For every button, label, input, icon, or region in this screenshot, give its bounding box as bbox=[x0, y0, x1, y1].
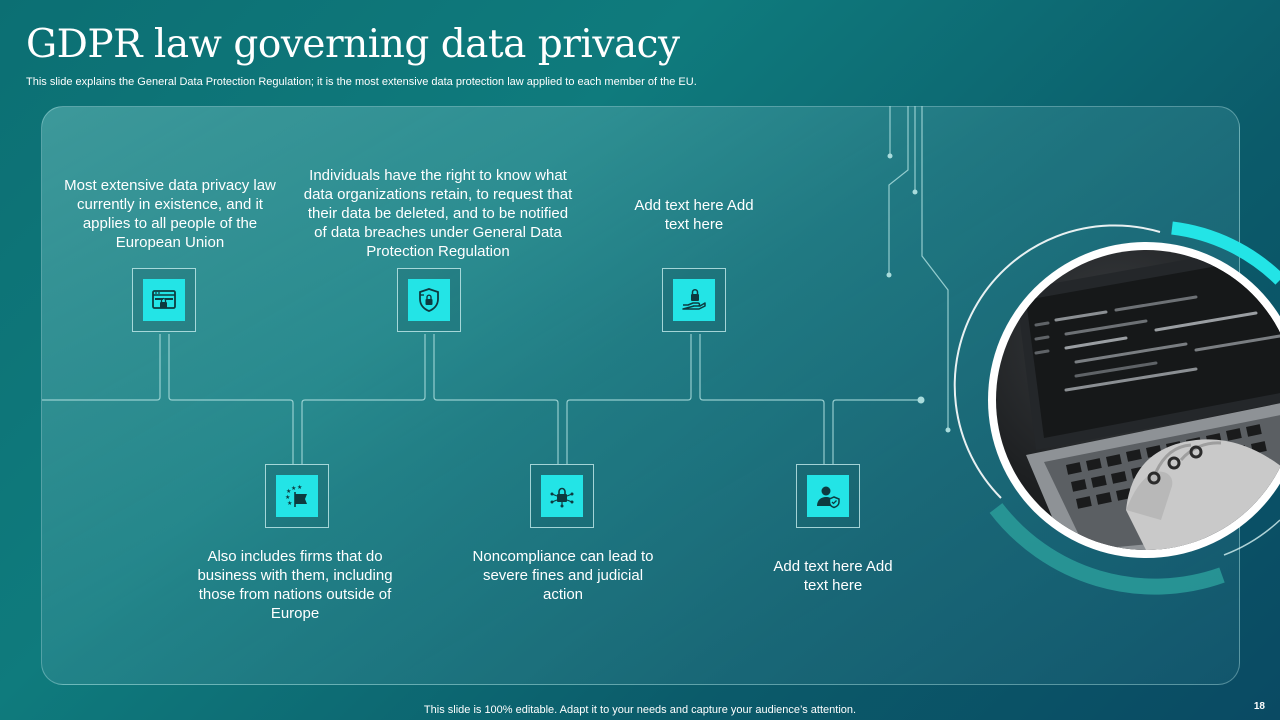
laptop-photo-frame bbox=[988, 242, 1280, 558]
bottom-item-3-node bbox=[796, 464, 860, 528]
svg-text:★: ★ bbox=[287, 500, 292, 507]
bottom-item-2-text: Noncompliance can lead to severe fines a… bbox=[472, 548, 654, 603]
top-item-2-text: Individuals have the right to know what … bbox=[303, 167, 573, 260]
svg-text:★: ★ bbox=[285, 494, 290, 501]
top-item-1-text: Most extensive data privacy law currentl… bbox=[64, 177, 276, 251]
user-shield-icon bbox=[817, 486, 840, 509]
top-item-1-node bbox=[132, 268, 196, 332]
svg-text:★: ★ bbox=[297, 484, 302, 491]
laptop-illustration bbox=[1016, 250, 1280, 550]
bottom-item-1-text: Also includes firms that do business wit… bbox=[197, 548, 393, 622]
top-item-3-text: Add text here Add text here bbox=[634, 197, 754, 233]
network-lock-icon bbox=[550, 487, 574, 508]
page-number: 18 bbox=[1253, 701, 1265, 712]
shield-lock-icon bbox=[419, 288, 439, 312]
slide-subtitle: This slide explains the General Data Pro… bbox=[26, 76, 697, 88]
eu-flag-icon: ★ ★ ★ ★ ★ bbox=[285, 484, 307, 507]
svg-text:★: ★ bbox=[291, 485, 296, 492]
top-item-2-node bbox=[397, 268, 461, 332]
slide-footer: This slide is 100% editable. Adapt it to… bbox=[423, 704, 857, 716]
bottom-item-2-node bbox=[530, 464, 594, 528]
bottom-item-1-node: ★ ★ ★ ★ ★ bbox=[265, 464, 329, 528]
slide-title: GDPR law governing data privacy bbox=[26, 22, 680, 67]
top-item-3-node bbox=[662, 268, 726, 332]
svg-text:★: ★ bbox=[286, 488, 291, 495]
bottom-item-3-text: Add text here Add text here bbox=[773, 558, 893, 594]
hand-lock-icon bbox=[682, 288, 706, 310]
browser-lock-icon bbox=[152, 290, 176, 309]
laptop-typing-photo bbox=[996, 250, 1280, 550]
